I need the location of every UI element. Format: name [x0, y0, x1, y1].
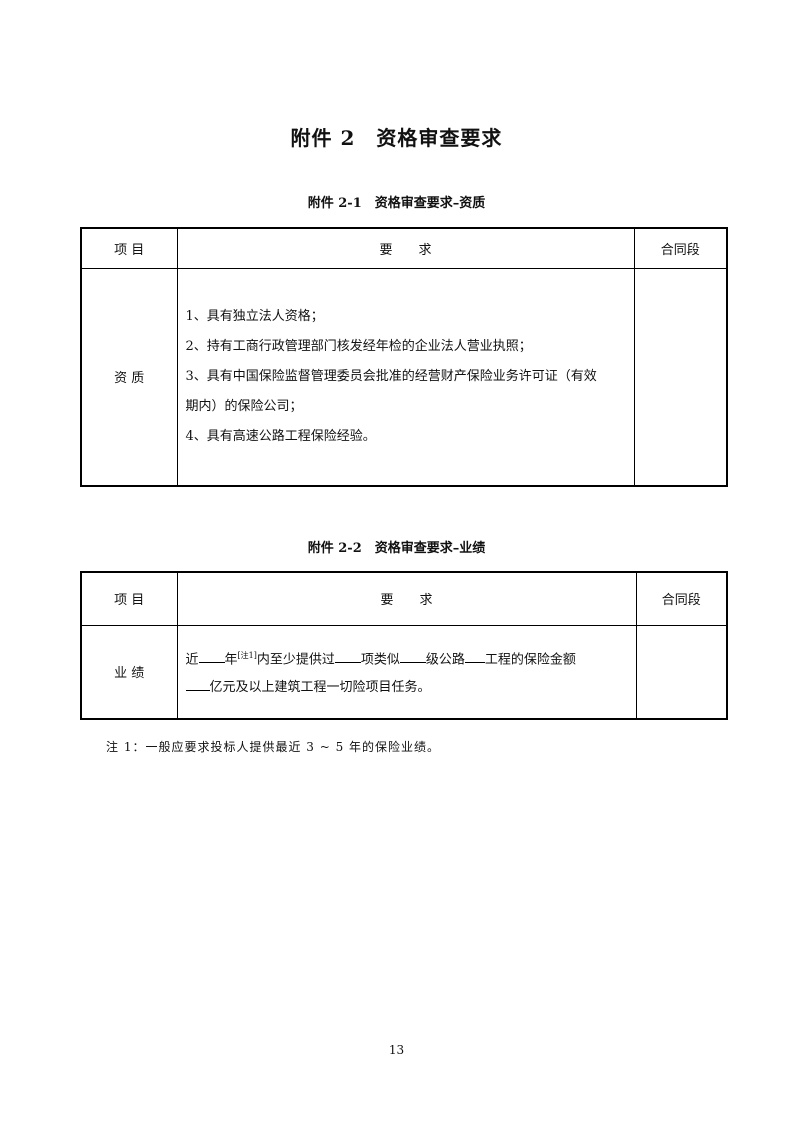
- header-item: 项 目: [80, 571, 178, 626]
- row-requirements: 近 年[注1]内至少提供过 项类似 级公路 工程的保险金额 亿元及以上建筑工程一切险项目…: [176, 624, 637, 720]
- table-header-row: 项 目 要 求 合同段: [80, 571, 728, 626]
- blank-count[interactable]: [334, 648, 361, 663]
- text-segment: 近: [185, 651, 199, 667]
- requirement-1: 1、具有独立法人资格；: [185, 308, 324, 324]
- table-header-row: 项 目 要 求 合同段: [80, 227, 728, 269]
- requirement-line-2: 亿元及以上建筑工程一切险项目任务。: [185, 674, 628, 702]
- row-item: 资 质: [80, 267, 178, 487]
- row-contract-section: [635, 624, 728, 720]
- row-item: 业 绩: [80, 624, 178, 720]
- footnote: 注 1：一般应要求投标人提供最近 3 ~ 5 年的保险业绩。: [106, 740, 441, 754]
- text-segment: 级公路: [425, 651, 465, 667]
- blank-type[interactable]: [464, 648, 485, 663]
- text-segment: 亿元及以上建筑工程一切险项目任务。: [209, 679, 431, 695]
- requirement-3-cont: 期内）的保险公司；: [185, 398, 303, 414]
- row-requirements: 1、具有独立法人资格； 2、持有工商行政管理部门核发经年检的企业法人营业执照； …: [176, 267, 635, 487]
- blank-amount[interactable]: [185, 676, 210, 691]
- requirement-2: 2、持有工商行政管理部门核发经年检的企业法人营业执照；: [185, 338, 532, 354]
- header-requirements: 要 求: [176, 227, 635, 269]
- table-row: 业 绩 近 年[注1]内至少提供过 项类似 级公路 工程的保险金额 亿元及以上建筑工程一…: [80, 624, 728, 720]
- text-segment: 内至少提供过: [256, 651, 335, 667]
- header-contract-section: 合同段: [633, 227, 728, 269]
- performance-table: 项 目 要 求 合同段 业 绩 近 年[注1]内至少提供过 项类似 级公路 工程的保险金…: [80, 571, 728, 720]
- requirement-3: 3、具有中国保险监督管理委员会批准的经营财产保险业务许可证（有效: [185, 368, 597, 384]
- requirement-line-1: 近 年[注1]内至少提供过 项类似 级公路 工程的保险金额: [186, 642, 628, 674]
- page-title: 附件 2 资格审查要求: [290, 126, 503, 150]
- header-requirements: 要 求: [176, 571, 637, 626]
- table-row: 资 质 1、具有独立法人资格； 2、持有工商行政管理部门核发经年检的企业法人营业…: [80, 267, 728, 487]
- text-segment: 年: [224, 651, 238, 667]
- blank-grade[interactable]: [399, 648, 426, 663]
- text-segment: 工程的保险金额: [484, 651, 576, 667]
- text-segment: 项类似: [360, 651, 400, 667]
- header-item: 项 目: [80, 227, 178, 269]
- qualification-table: 项 目 要 求 合同段 资 质 1、具有独立法人资格； 2、持有工商行政管理部门…: [80, 227, 728, 487]
- table1-caption: 附件 2-1 资格审查要求–资质: [307, 196, 486, 211]
- header-contract-section: 合同段: [635, 571, 728, 626]
- footnote-ref: [注1]: [237, 650, 257, 660]
- page-number: 13: [388, 1043, 405, 1057]
- row-contract-section: [633, 267, 728, 487]
- blank-years[interactable]: [198, 648, 225, 663]
- table2-caption: 附件 2-2 资格审查要求–业绩: [307, 541, 486, 556]
- requirement-4: 4、具有高速公路工程保险经验。: [185, 428, 376, 444]
